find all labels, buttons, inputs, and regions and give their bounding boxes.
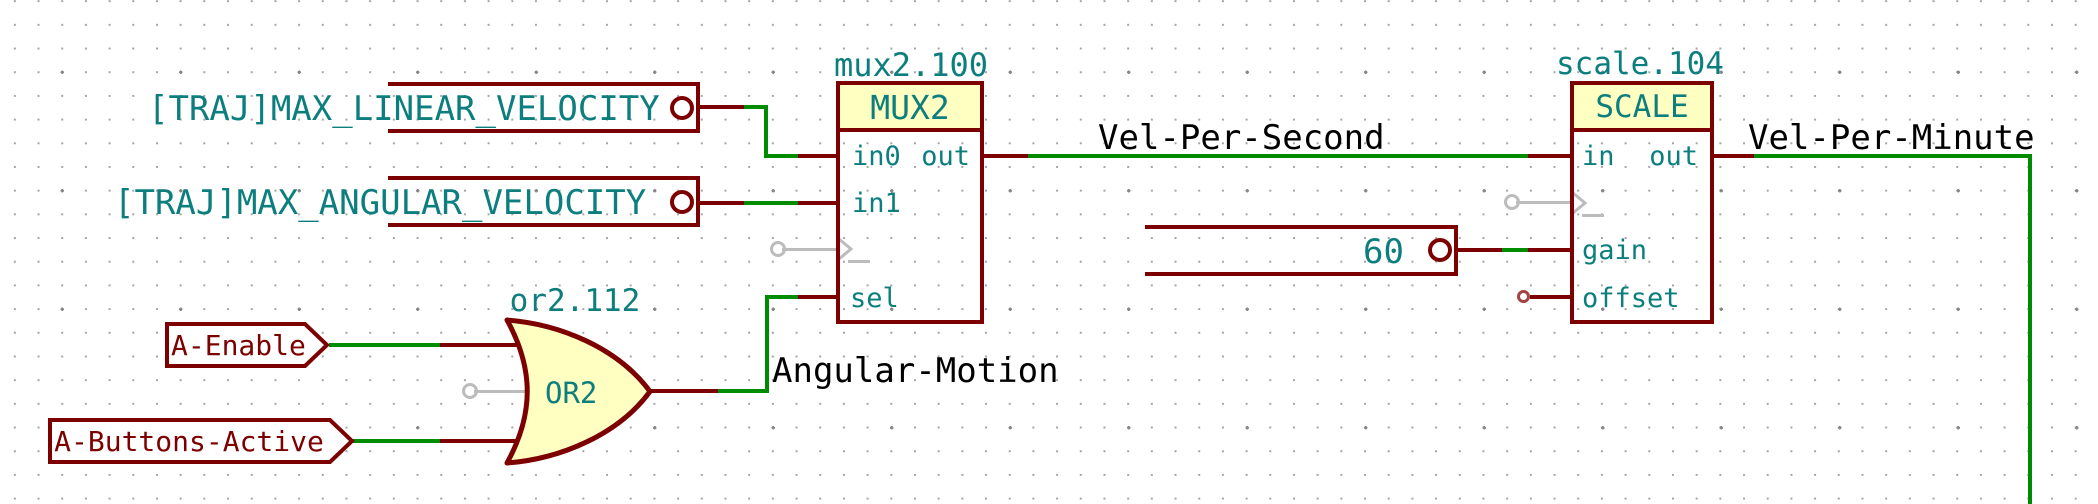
mux2-ref[interactable]: mux2.100 xyxy=(833,46,989,84)
const-60-bubble-icon xyxy=(1428,238,1452,262)
global-label-a-buttons-active[interactable]: A-Buttons-Active xyxy=(54,425,324,458)
mux2-pin-in1-label: in1 xyxy=(852,188,901,219)
scale-pin-tick xyxy=(1582,214,1604,217)
net-label-angular-motion[interactable]: Angular-Motion xyxy=(772,351,1059,391)
label-linear-box-right xyxy=(696,82,700,133)
pin-or2-in1[interactable] xyxy=(440,439,520,443)
scale-ref[interactable]: scale.104 xyxy=(1556,46,1724,82)
mux2-type-label: MUX2 xyxy=(870,88,950,127)
wire-vel-per-minute-h[interactable] xyxy=(1754,154,2032,158)
scale-pin-gain-label: gain xyxy=(1582,235,1648,266)
net-label-vel-per-minute[interactable]: Vel-Per-Minute xyxy=(1748,118,2035,158)
mux2-pin-arrow-icon xyxy=(838,237,854,261)
mux2-unconnected-pin-circle-icon xyxy=(770,241,786,257)
wire-a-enable[interactable] xyxy=(329,343,440,347)
pin-scale-in[interactable] xyxy=(1528,154,1572,158)
or2-component[interactable] xyxy=(500,312,658,470)
label-linear-box-top xyxy=(388,82,700,86)
or2-unconnected-pin-circle-icon xyxy=(462,383,478,399)
pin-mux2-sel[interactable] xyxy=(798,295,838,299)
or2-type-label: OR2 xyxy=(545,376,598,410)
mux2-pin-tick xyxy=(848,260,870,263)
pin-scale-gain[interactable] xyxy=(1528,248,1572,252)
pin-or2-in0[interactable] xyxy=(440,343,520,347)
wire-60-stub[interactable] xyxy=(1458,248,1502,252)
unconnected-pin-circle-icon xyxy=(1517,290,1530,303)
label-linear-box-bottom xyxy=(388,129,700,133)
wire-linear-h2[interactable] xyxy=(764,154,800,158)
scale-header[interactable] xyxy=(1570,81,1714,132)
wire-gain[interactable] xyxy=(1502,248,1528,252)
label-angular-box-top xyxy=(388,176,700,180)
scale-pin-out-label: out xyxy=(1649,141,1698,172)
a-buttons-active-label-shape xyxy=(48,418,355,464)
scale-pin-arrow-icon xyxy=(1572,191,1588,215)
const-60-box-top xyxy=(1145,225,1458,229)
mux2-header[interactable] xyxy=(836,81,984,132)
label-angular-box-right xyxy=(696,176,700,227)
pin-scale-out[interactable] xyxy=(1712,154,1754,158)
pin-scale-offset[interactable] xyxy=(1530,295,1572,299)
wire-vel-per-second[interactable] xyxy=(1028,154,1528,158)
wire-angular-h[interactable] xyxy=(744,201,800,205)
wire-angular-motion-h1[interactable] xyxy=(718,389,769,393)
mux2-unconnected-pin-line xyxy=(782,248,838,251)
wire-linear-v[interactable] xyxy=(764,105,768,158)
global-label-max-linear-velocity[interactable]: [TRAJ]MAX_LINEAR_VELOCITY xyxy=(148,89,660,129)
scale-unconnected-pin-line xyxy=(1516,201,1572,204)
scale-pin-offset-label: offset xyxy=(1582,283,1680,314)
scale-type-label: SCALE xyxy=(1595,89,1689,125)
or2-unconnected-pin-line xyxy=(474,390,530,393)
wire-a-buttons[interactable] xyxy=(352,439,440,443)
global-label-a-enable[interactable]: A-Enable xyxy=(171,329,306,362)
wire-linear-stub[interactable] xyxy=(700,105,744,109)
global-label-max-angular-velocity[interactable]: [TRAJ]MAX_ANGULAR_VELOCITY xyxy=(114,183,647,223)
const-60-box-right xyxy=(1454,225,1458,276)
label-linear-bubble-icon xyxy=(670,96,694,120)
mux2-pin-out-label: out xyxy=(921,141,970,172)
scale-pin-in-label: in xyxy=(1582,141,1615,172)
label-angular-box-bottom xyxy=(388,223,700,227)
a-enable-label-shape xyxy=(165,322,330,368)
mux2-pin-in0-label: in0 xyxy=(852,141,901,172)
or2-ref[interactable]: or2.112 xyxy=(509,283,641,319)
pin-mux2-out[interactable] xyxy=(982,154,1028,158)
scale-unconnected-pin-circle-icon xyxy=(1504,194,1520,210)
mux2-pin-sel-label: sel xyxy=(850,283,899,314)
constant-60-value[interactable]: 60 xyxy=(1363,232,1404,272)
wire-vel-per-minute-v[interactable] xyxy=(2028,154,2032,504)
pin-or2-out[interactable] xyxy=(650,389,718,393)
pin-mux2-in0[interactable] xyxy=(798,154,838,158)
wire-angular-stub[interactable] xyxy=(700,201,744,205)
wire-angular-motion-h2[interactable] xyxy=(765,295,798,299)
pin-mux2-in1[interactable] xyxy=(798,201,838,205)
const-60-box-bottom xyxy=(1145,272,1458,276)
net-label-vel-per-second[interactable]: Vel-Per-Second xyxy=(1098,118,1385,158)
wire-linear-h1[interactable] xyxy=(744,105,768,109)
wire-angular-motion-v[interactable] xyxy=(765,295,769,393)
label-angular-bubble-icon xyxy=(670,190,694,214)
